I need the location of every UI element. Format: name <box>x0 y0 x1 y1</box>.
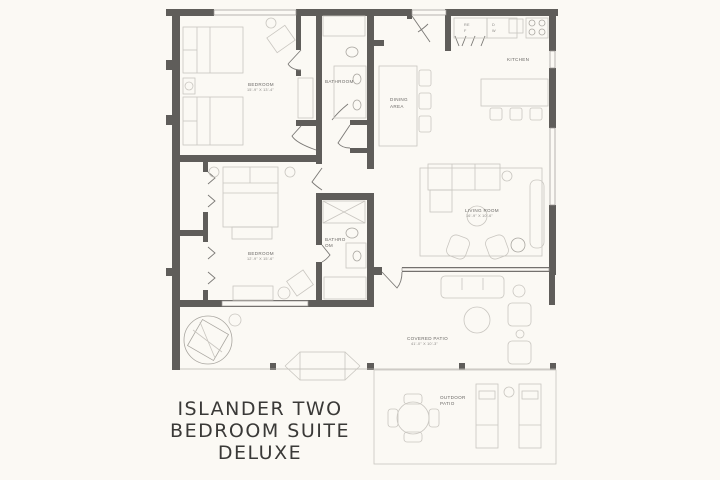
fridge-label-2: F <box>464 29 467 33</box>
doors <box>207 15 486 289</box>
outdoor-patio-label-2: PATIO <box>440 401 455 406</box>
room-labels: BEDROOM 15'-9" X 13'-4" BATHROOM DINING … <box>247 23 529 406</box>
side-table-icon <box>228 313 242 327</box>
bathtub-icon <box>323 276 367 300</box>
lounge-chair-icon <box>475 383 499 449</box>
rug-icon <box>419 167 543 257</box>
dishwasher-label-1: D <box>492 23 495 27</box>
outdoor-patio-boundary <box>373 369 557 465</box>
bed-icon <box>222 166 279 240</box>
nightstand-icon <box>284 166 296 178</box>
toilet-icon <box>345 227 359 239</box>
sink-icon <box>352 250 362 262</box>
coffee-table-icon <box>466 205 488 227</box>
side-table-icon <box>512 284 526 298</box>
bed-icon <box>182 26 244 74</box>
side-table-icon <box>503 386 515 398</box>
dining-label-1: DINING <box>390 97 408 102</box>
title-line-1: ISLANDER TWO <box>177 398 343 420</box>
living-dims: 16'-9" X 10'-6" <box>466 214 493 218</box>
living-label: LIVING ROOM <box>465 208 499 213</box>
bathtub-icon <box>322 15 366 37</box>
bench-icon <box>232 285 274 301</box>
side-table-icon <box>510 237 526 253</box>
kitchen-label: KITCHEN <box>507 57 529 62</box>
shower-icon <box>322 200 366 224</box>
walls <box>166 9 558 370</box>
stove-icon <box>525 17 549 39</box>
bathroom2-label-2: OM <box>325 243 333 248</box>
console-icon <box>529 179 545 249</box>
armchair-icon <box>507 302 532 327</box>
dining-label-2: AREA <box>390 104 404 109</box>
windows <box>180 9 556 370</box>
title-line-3: DELUXE <box>217 442 303 464</box>
egg-chair-icon <box>183 315 233 365</box>
title-line-2: BEDROOM SUITE <box>170 420 350 442</box>
bedroom1-label: BEDROOM <box>248 82 274 87</box>
side-table-icon <box>501 170 513 182</box>
dining-table-icon <box>378 65 418 147</box>
coffee-table-icon <box>463 306 491 334</box>
hammock-icon <box>284 351 361 381</box>
toilet-icon <box>345 46 359 58</box>
round-table-icon <box>387 393 440 443</box>
ottoman-icon <box>277 286 291 300</box>
dishwasher-label-2: W <box>492 29 496 33</box>
side-table-icon <box>515 329 525 339</box>
kitchen-island-icon <box>480 78 549 107</box>
plan-title: ISLANDER TWO BEDROOM SUITE DELUXE <box>150 398 370 464</box>
lounge-chair-icon <box>518 383 542 449</box>
armchair-icon <box>446 234 470 260</box>
bedroom2-label: BEDROOM <box>248 251 274 256</box>
sink-icon <box>352 73 362 85</box>
outdoor-sofa-icon <box>440 275 505 299</box>
bathroom2-label-1: BATHRO <box>325 237 346 242</box>
furniture <box>182 15 557 465</box>
armchair-icon <box>485 234 509 260</box>
armchair-icon <box>507 340 532 365</box>
dishwasher-icon <box>486 17 518 39</box>
nightstand-icon <box>182 77 196 95</box>
bedroom1-dims: 15'-9" X 13'-4" <box>247 88 274 92</box>
sectional-sofa-icon <box>427 163 501 213</box>
bathroom1-label: BATHROOM <box>325 79 354 84</box>
outdoor-patio-label-1: OUTDOOR <box>440 395 466 400</box>
covered-patio-dims: 41'-0" X 10'-3" <box>411 342 438 346</box>
nightstand-icon <box>208 166 220 178</box>
fridge-icon <box>453 17 488 39</box>
dresser-icon <box>297 77 314 119</box>
sink-icon <box>352 99 362 111</box>
kitchen-sink-icon <box>508 18 524 34</box>
armchair-icon <box>265 17 296 54</box>
bedroom2-dims: 12'-9" X 15'-6" <box>247 257 274 261</box>
fridge-label-1: RE <box>464 23 470 27</box>
covered-patio-label: COVERED PATIO <box>407 336 448 341</box>
armchair-icon <box>286 269 314 297</box>
bed-icon <box>182 96 244 146</box>
